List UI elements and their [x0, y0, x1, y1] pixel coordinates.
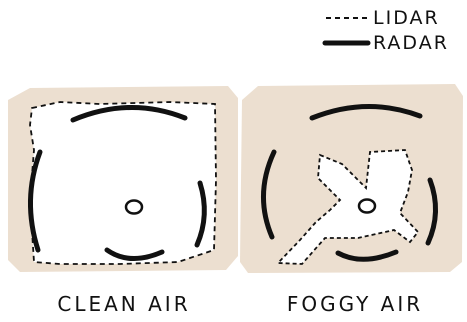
lidar-legend-label: LIDAR — [373, 9, 440, 28]
clean-air-caption: CLEAN AIR — [24, 294, 224, 314]
clean-air-sensor-icon — [126, 201, 142, 214]
legend — [325, 18, 368, 43]
foggy-air-sensor-icon — [359, 200, 375, 213]
clean-air-panel — [8, 86, 238, 272]
foggy-air-caption: FOGGY AIR — [255, 294, 455, 314]
clean-air-lidar-free-space — [30, 102, 216, 264]
foggy-air-panel — [240, 84, 463, 273]
radar-legend-label: RADAR — [373, 34, 449, 53]
